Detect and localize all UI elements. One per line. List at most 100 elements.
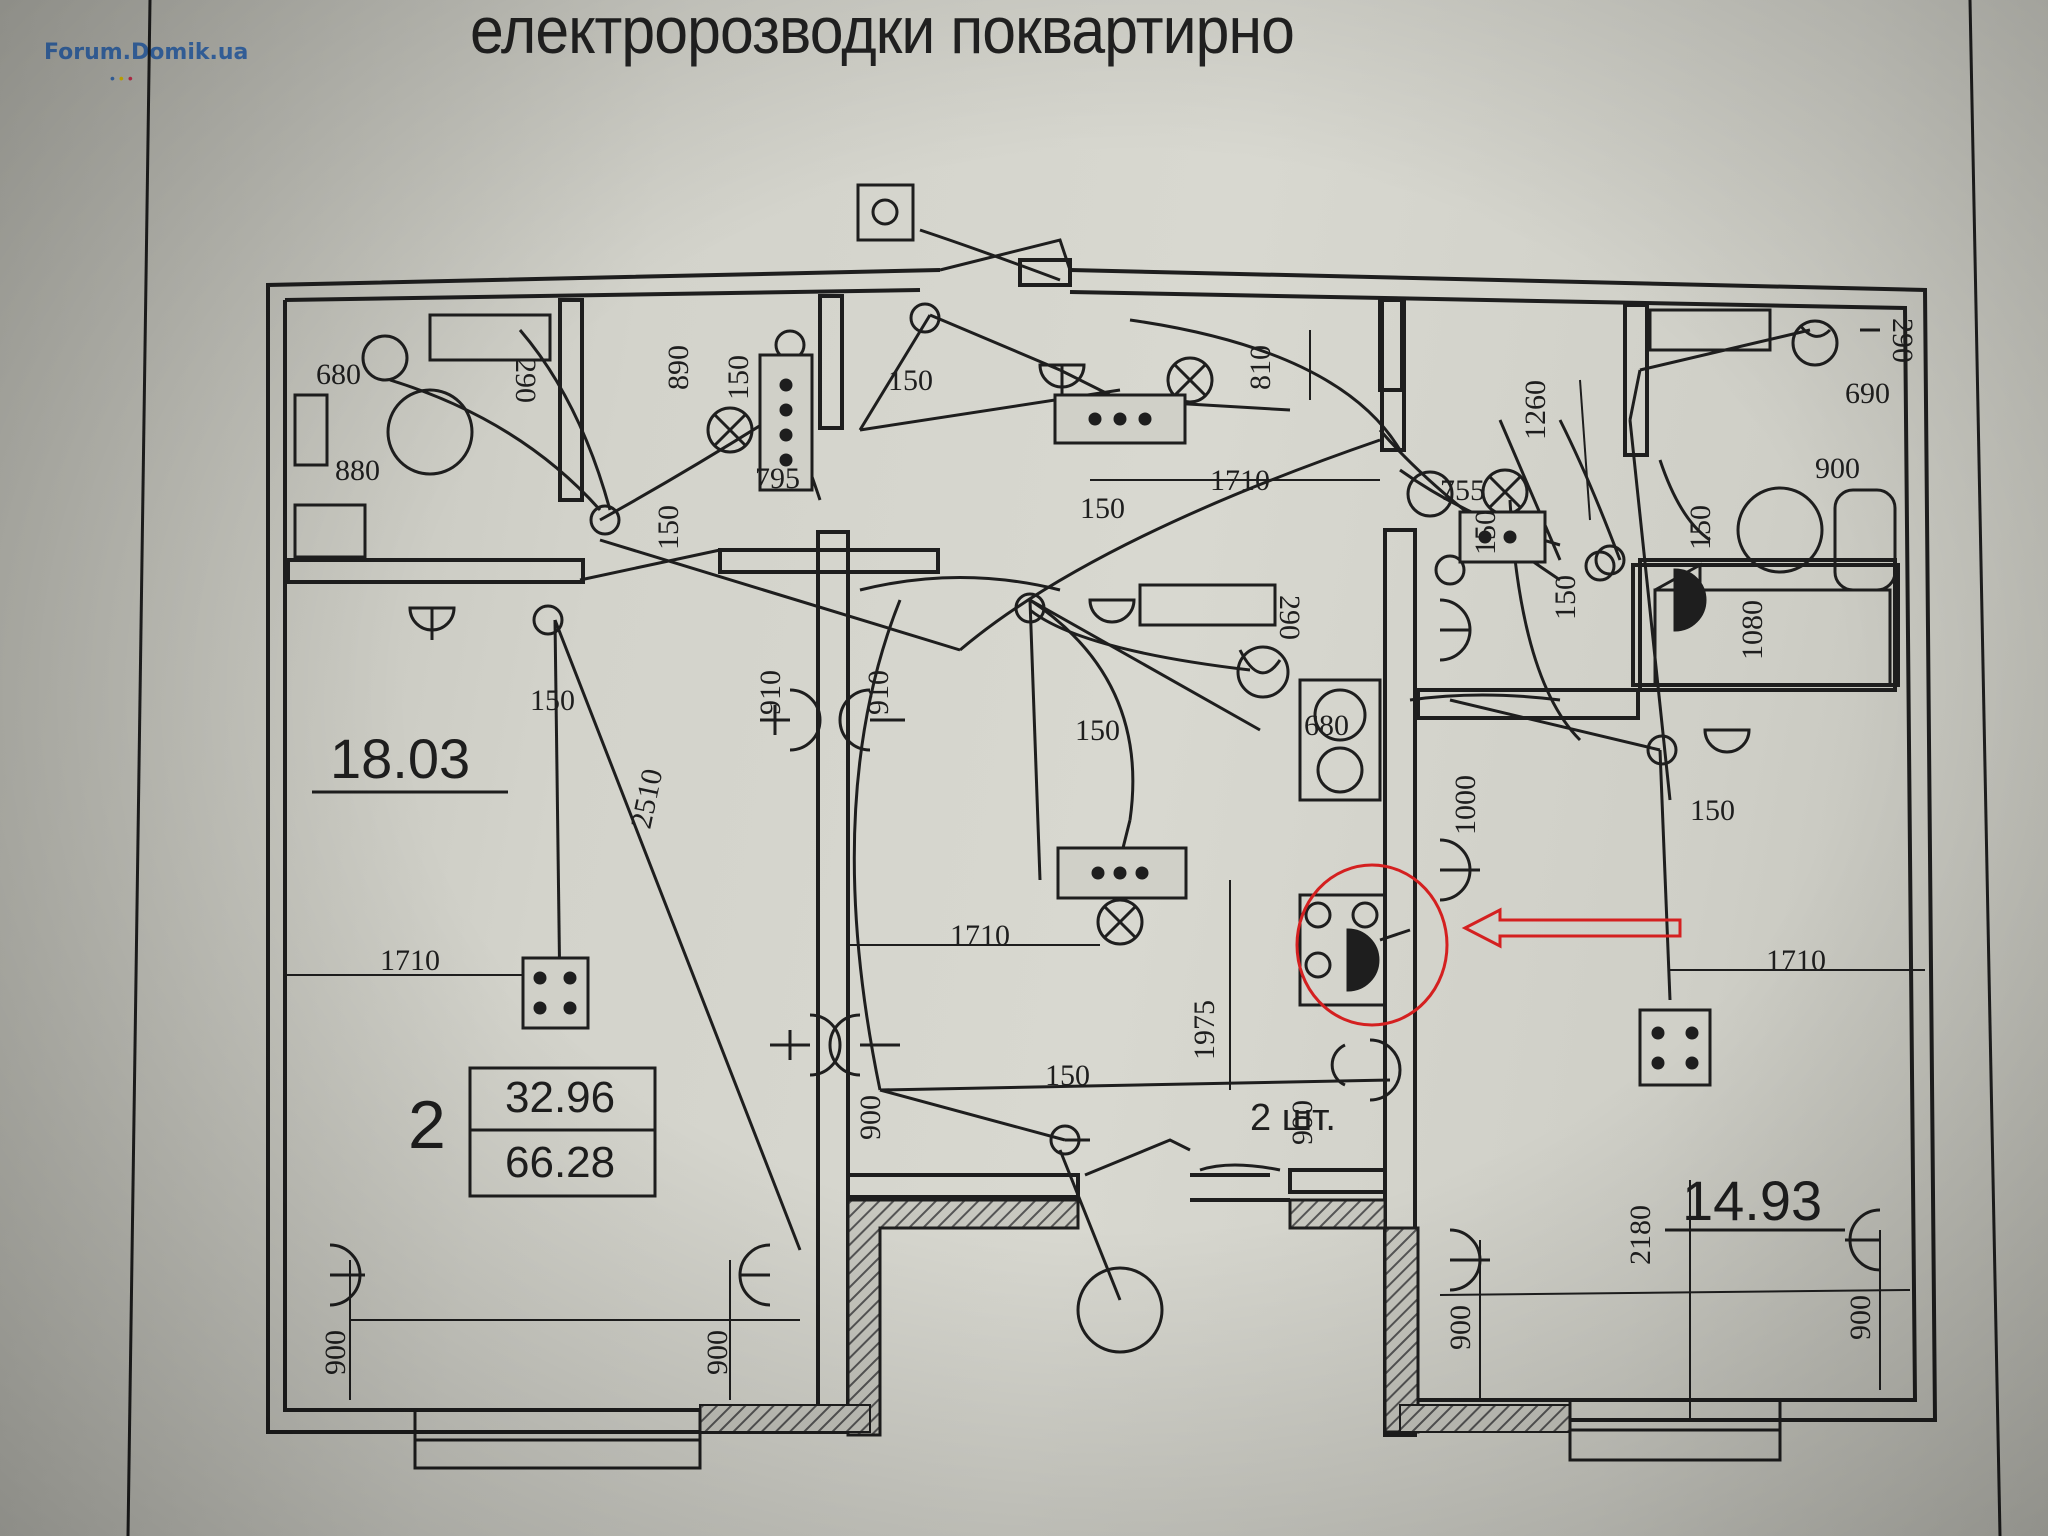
red-arrow-icon [1461, 907, 1682, 949]
junction-icon [532, 604, 564, 636]
ceiling-light-icon [361, 334, 409, 382]
dim-900-bath: 900 [1815, 452, 1860, 485]
bath-shelf [428, 313, 552, 362]
junction-icon [1406, 470, 1454, 518]
cross-lamps [706, 356, 1529, 946]
cross-lamp-icon [1166, 356, 1214, 404]
dim-1710-top: 1710 [1210, 464, 1270, 497]
cross-lamp-icon [1481, 468, 1529, 516]
junction-icon [1014, 592, 1046, 624]
dim-900-d: 900 [701, 1330, 734, 1375]
socket-icon [770, 1013, 842, 1077]
socket-block-icon [1053, 393, 1187, 445]
ceiling-light-icon [1076, 1266, 1164, 1354]
toilet-icon [293, 393, 329, 467]
socket-boxes [521, 353, 1712, 1087]
dim-1080: 1080 [1736, 600, 1769, 660]
dim-690: 690 [1845, 377, 1890, 410]
socket-icon [1703, 728, 1751, 754]
room-underlines [312, 790, 1845, 1232]
dim-1710-right: 1710 [1766, 944, 1826, 977]
dim-910-b: 910 [862, 670, 895, 715]
dim-150-b: 150 [652, 505, 685, 550]
dim-290-c: 290 [1273, 595, 1306, 640]
wall-sockets [329, 363, 1881, 1307]
light-fixtures [361, 302, 1839, 1354]
junction-icon [1434, 554, 1466, 586]
doors [579, 228, 1711, 1177]
junction-icon [1049, 1124, 1081, 1156]
socket-icon [1439, 598, 1472, 662]
wall-lamp-icon [1236, 645, 1290, 699]
dim-150-f: 150 [1684, 505, 1717, 550]
socket-icon [408, 606, 456, 640]
apartment-summary [468, 1066, 657, 1198]
socket-icon [738, 1243, 771, 1307]
dim-680-k: 680 [1304, 709, 1349, 742]
dim-150-j: 150 [530, 684, 575, 717]
wall-lamp-icon [386, 388, 474, 476]
dim-150-a: 150 [722, 355, 755, 400]
dim-810: 810 [1244, 345, 1277, 390]
socket-icon [1330, 1043, 1346, 1087]
socket-icon [1088, 598, 1136, 624]
bath-shelf [1648, 308, 1772, 352]
switch-box-icon [521, 956, 590, 1030]
bathroom-fixtures [293, 308, 1897, 687]
dim-1710-mid: 1710 [950, 919, 1010, 952]
toilet-icon [1833, 488, 1897, 592]
bathtub-icon [1653, 588, 1892, 687]
page-frame [126, 0, 2002, 1536]
dim-150-i: 150 [1075, 714, 1120, 747]
cross-lamp-icon [706, 406, 754, 454]
shower-tray-icon [293, 503, 367, 559]
dim-150-g: 150 [1549, 575, 1582, 620]
dim-1975: 1975 [1188, 1000, 1221, 1060]
red-annotation [1295, 863, 1682, 1027]
wall-lamp-icon [1736, 486, 1824, 574]
dim-290-a: 290 [509, 358, 542, 403]
junction-icon [1594, 544, 1626, 576]
dim-2510: 2510 [625, 766, 670, 832]
dim-150-e: 150 [1469, 510, 1502, 555]
dim-2180: 2180 [1624, 1205, 1657, 1265]
dim-1000: 1000 [1449, 775, 1482, 835]
dim-150-h: 150 [1690, 794, 1735, 827]
meter-box-icon [856, 183, 915, 242]
meter-box [856, 183, 915, 242]
dimension-lines [285, 330, 1925, 1420]
dim-900-a: 900 [854, 1095, 887, 1140]
dim-910-a: 910 [754, 670, 787, 715]
dim-900-e: 900 [1444, 1305, 1477, 1350]
socket-block-icon [1056, 846, 1188, 900]
socket-icon [1439, 838, 1480, 902]
ceiling-light-icon [1791, 319, 1839, 367]
forum-watermark: Forum.Domik.ua [44, 40, 249, 65]
socket-icon [1449, 1228, 1490, 1292]
kitchen-counter [1138, 583, 1277, 627]
dim-290-b: 290 [1886, 318, 1919, 363]
kitchen-equipment [1138, 324, 1832, 1007]
watermark-dots: ••• [110, 70, 137, 86]
dim-150-c: 150 [888, 364, 933, 397]
dim-150-d: 150 [1080, 492, 1125, 525]
dim-900-f: 900 [1844, 1295, 1877, 1340]
junction-icon [909, 302, 941, 334]
socket-icon [1038, 363, 1086, 395]
room-left-area: 18.03 [330, 727, 470, 790]
apartment-number: 2 [408, 1087, 446, 1163]
socket-block-icon [1458, 510, 1547, 564]
junction-icon [1584, 550, 1616, 582]
junction-icon [1646, 734, 1678, 766]
sink-icon [1298, 678, 1382, 802]
labels: 18.03 14.93 2 32.96 66.28 2 шт. 680 880 … [316, 318, 1919, 1375]
junction-icon [589, 504, 621, 536]
highlight-circle [1295, 863, 1449, 1027]
dim-890: 890 [662, 345, 695, 390]
dim-755: 755 [1440, 474, 1485, 507]
dim-1710-left: 1710 [380, 944, 440, 977]
socket-icon [1845, 1208, 1881, 1272]
room-right-area: 14.93 [1682, 1169, 1822, 1232]
